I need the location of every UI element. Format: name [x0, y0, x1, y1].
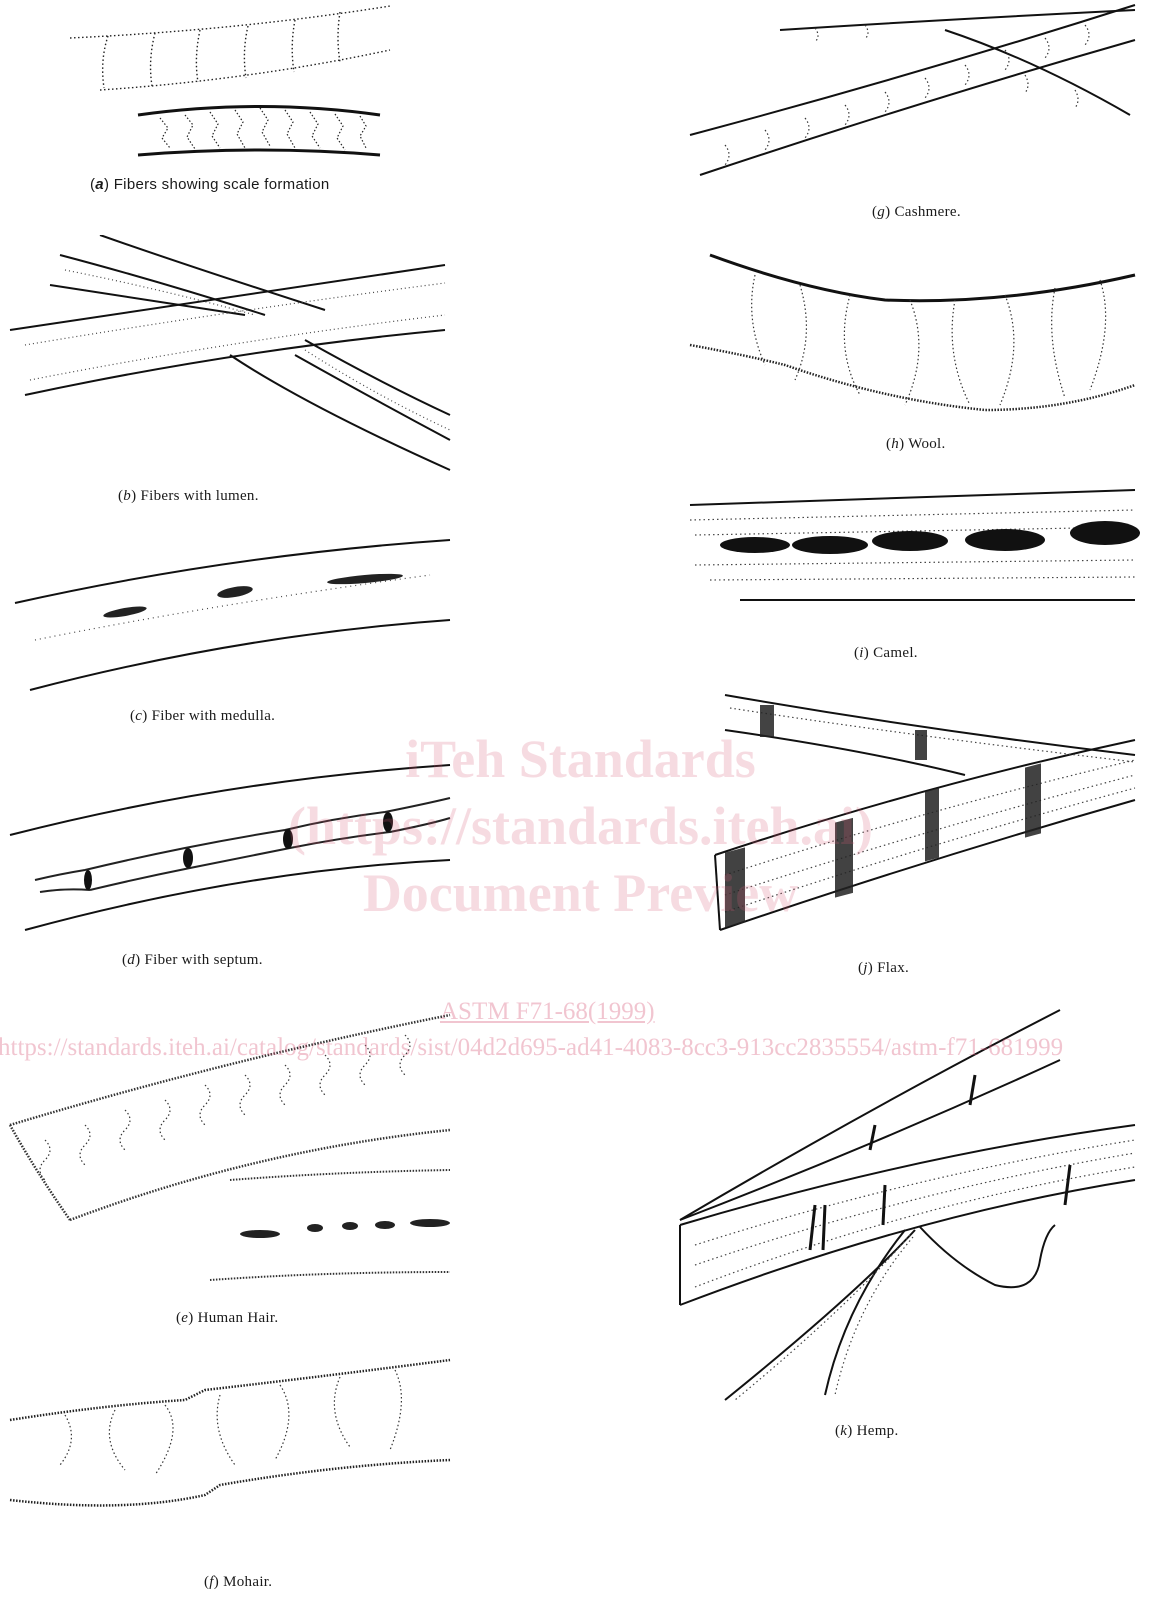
caption-f-text: Mohair.: [223, 1574, 272, 1590]
caption-a: (a) Fibers showing scale formation: [90, 176, 329, 193]
scale-formation-drawing: [60, 0, 400, 170]
caption-k-letter: k: [840, 1423, 847, 1439]
caption-d-letter: d: [127, 952, 135, 968]
caption-g-text: Cashmere.: [894, 204, 960, 220]
figure-b-fibers-with-lumen: [5, 235, 455, 475]
caption-b-letter: b: [123, 488, 131, 504]
figure-f-mohair: [5, 1355, 455, 1525]
watermark-site-url: (https://standards.iteh.ai): [0, 795, 1161, 857]
caption-f: (f) Mohair.: [204, 1574, 272, 1591]
caption-a-text: Fibers showing scale formation: [114, 176, 330, 193]
caption-c-text: Fiber with medulla.: [152, 708, 276, 724]
caption-j-text: Flax.: [877, 960, 909, 976]
mohair-drawing: [5, 1355, 455, 1525]
caption-h: (h) Wool.: [886, 436, 946, 453]
caption-h-text: Wool.: [908, 436, 945, 452]
watermark-title: iTeh Standards: [0, 728, 1161, 790]
caption-e-text: Human Hair.: [198, 1310, 279, 1326]
caption-e-letter: e: [181, 1310, 188, 1326]
watermark-catalog-url[interactable]: https://standards.iteh.ai/catalog/standa…: [0, 1034, 1063, 1062]
caption-b-text: Fibers with lumen.: [140, 488, 258, 504]
fibers-with-lumen-drawing: [5, 235, 455, 475]
fiber-with-medulla-drawing: [10, 535, 455, 700]
caption-b: (b) Fibers with lumen.: [118, 488, 259, 505]
figure-k-hemp: [675, 1005, 1140, 1405]
caption-f-letter: f: [209, 1574, 213, 1590]
caption-g-letter: g: [877, 204, 885, 220]
caption-j-letter: j: [863, 960, 867, 976]
caption-i-letter: i: [859, 645, 863, 661]
caption-a-letter: a: [95, 176, 104, 193]
caption-c: (c) Fiber with medulla.: [130, 708, 275, 725]
caption-h-letter: h: [891, 436, 899, 452]
caption-g: (g) Cashmere.: [872, 204, 961, 221]
figure-h-wool: [685, 250, 1140, 420]
figure-a-scale-formation: [60, 0, 400, 170]
caption-d: (d) Fiber with septum.: [122, 952, 263, 969]
caption-c-letter: c: [135, 708, 142, 724]
caption-i-text: Camel.: [873, 645, 918, 661]
caption-i: (i) Camel.: [854, 645, 918, 662]
figure-i-camel: [685, 485, 1140, 610]
cashmere-drawing: [685, 0, 1140, 185]
hemp-drawing: [675, 1005, 1140, 1405]
figure-g-cashmere: [685, 0, 1140, 185]
figure-c-fiber-with-medulla: [10, 535, 455, 700]
caption-j: (j) Flax.: [858, 960, 909, 977]
watermark-document-preview: Document Preview: [0, 862, 1161, 924]
caption-d-text: Fiber with septum.: [144, 952, 262, 968]
camel-drawing: [685, 485, 1140, 610]
wool-drawing: [685, 250, 1140, 420]
caption-e: (e) Human Hair.: [176, 1310, 278, 1327]
caption-k-text: Hemp.: [857, 1423, 899, 1439]
watermark-standard-link[interactable]: ASTM F71-68(1999): [440, 998, 655, 1026]
caption-k: (k) Hemp.: [835, 1423, 899, 1440]
